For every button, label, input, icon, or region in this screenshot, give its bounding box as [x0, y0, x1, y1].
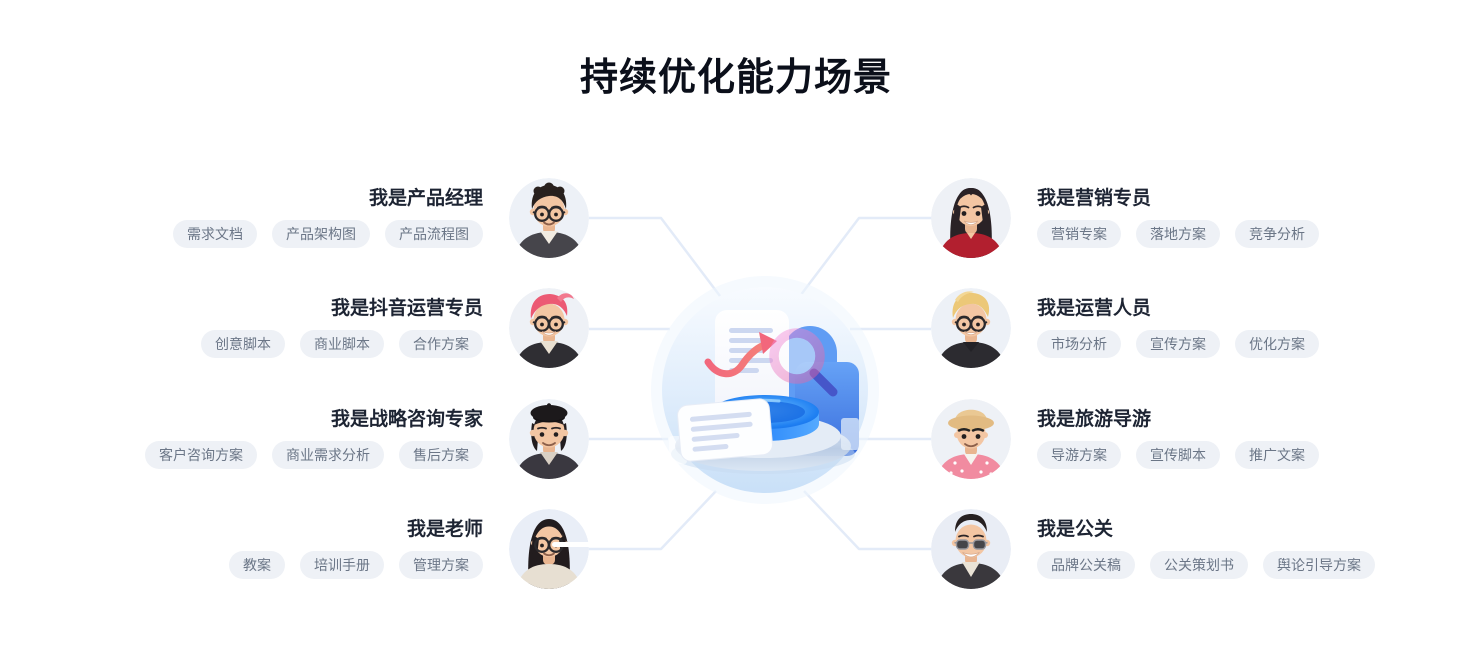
- page-title: 持续优化能力场景: [579, 57, 892, 99]
- persona-title: 我是营销专员: [1037, 188, 1152, 209]
- white-connector-highlight: [552, 542, 644, 547]
- tag: 教案: [229, 551, 285, 579]
- magnifier-icon: [769, 328, 838, 397]
- persona-title: 我是老师: [406, 519, 483, 540]
- avatar-operations-staff: [931, 288, 1011, 368]
- persona-title: 我是战略咨询专家: [330, 409, 483, 430]
- avatar-douyin-operator: [509, 288, 589, 368]
- tag: 培训手册: [300, 551, 384, 579]
- tag: 宣传方案: [1136, 330, 1220, 358]
- tag: 合作方案: [399, 330, 483, 358]
- tag: 营销专案: [1037, 220, 1121, 248]
- persona-title: 我是旅游导游: [1037, 409, 1152, 430]
- avatar-tour-guide: [931, 399, 1011, 479]
- avatar-strategy-consultant: [509, 399, 589, 479]
- persona-card-strategy-consultant: 我是战略咨询专家 客户咨询方案 商业需求分析 售后方案: [145, 399, 589, 479]
- tag: 客户咨询方案: [145, 441, 257, 469]
- tag: 落地方案: [1136, 220, 1220, 248]
- tag: 宣传脚本: [1136, 441, 1220, 469]
- tag: 竞争分析: [1235, 220, 1319, 248]
- persona-card-pr-specialist: 我是公关 品牌公关稿 公关策划书 舆论引导方案: [931, 509, 1375, 589]
- tag: 导游方案: [1037, 441, 1121, 469]
- tag: 需求文档: [173, 220, 257, 248]
- persona-card-tour-guide: 我是旅游导游 导游方案 宣传脚本 推广文案: [931, 399, 1319, 479]
- tag: 商业需求分析: [272, 441, 384, 469]
- tag: 商业脚本: [300, 330, 384, 358]
- tag: 推广文案: [1235, 441, 1319, 469]
- document-card-icon: [677, 398, 773, 462]
- persona-title: 我是抖音运营专员: [330, 298, 483, 319]
- avatar-product-manager: [509, 178, 589, 258]
- tag: 舆论引导方案: [1263, 551, 1375, 579]
- tag: 产品流程图: [385, 220, 483, 248]
- persona-title: 我是产品经理: [368, 188, 483, 209]
- tag: 售后方案: [399, 441, 483, 469]
- tag: 品牌公关稿: [1037, 551, 1135, 579]
- avatar-teacher: [509, 509, 589, 589]
- persona-title: 我是公关: [1037, 519, 1114, 540]
- avatar-marketing-specialist: [931, 178, 1011, 258]
- tag: 优化方案: [1235, 330, 1319, 358]
- tag: 创意脚本: [201, 330, 285, 358]
- tag: 产品架构图: [272, 220, 370, 248]
- persona-card-operations-staff: 我是运营人员 市场分析 宣传方案 优化方案: [931, 288, 1319, 368]
- persona-title: 我是运营人员: [1037, 298, 1152, 319]
- persona-card-marketing-specialist: 我是营销专员 营销专案 落地方案 竞争分析: [931, 178, 1319, 258]
- center-illustration: [645, 270, 885, 510]
- avatar-pr-specialist: [931, 509, 1011, 589]
- persona-card-product-manager: 我是产品经理 需求文档 产品架构图 产品流程图: [173, 178, 589, 258]
- tag: 管理方案: [399, 551, 483, 579]
- curved-red-arrow-icon: [704, 332, 777, 378]
- tag: 公关策划书: [1150, 551, 1248, 579]
- persona-card-douyin-operator: 我是抖音运营专员 创意脚本 商业脚本 合作方案: [201, 288, 589, 368]
- persona-card-teacher: 我是老师 教案 培训手册 管理方案: [229, 509, 589, 589]
- tag: 市场分析: [1037, 330, 1121, 358]
